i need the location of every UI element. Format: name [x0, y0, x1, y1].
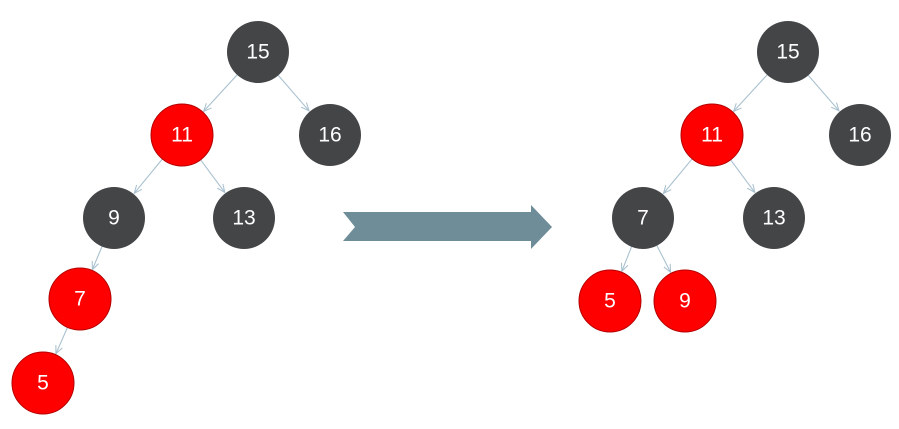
node-circle: [578, 269, 642, 333]
tree-edge: [664, 158, 693, 194]
tree-edge: [656, 245, 671, 273]
node-circle: [11, 351, 75, 415]
tree-edge: [622, 246, 633, 271]
red-node: 11: [680, 103, 744, 167]
node-label: 5: [37, 372, 49, 395]
black-node: 13: [743, 187, 805, 249]
node-circle: [653, 269, 717, 333]
node-label: 11: [701, 124, 723, 147]
node-label: 15: [246, 41, 269, 64]
right-arrow-icon: [343, 205, 552, 249]
node-label: 16: [848, 124, 871, 147]
tree-edge: [730, 159, 755, 193]
node-circle: [213, 187, 275, 249]
tree-edge: [200, 159, 225, 193]
node-label: 7: [74, 288, 86, 311]
node-circle: [150, 103, 214, 167]
node-label: 9: [679, 290, 691, 313]
red-node: 9: [653, 269, 717, 333]
tree-edge: [204, 74, 238, 112]
node-label: 7: [637, 207, 649, 230]
black-node: 16: [829, 104, 891, 166]
after-tree-nodes: 15 11 16 7 13 5 9: [578, 21, 891, 333]
node-circle: [829, 104, 891, 166]
tree-edge: [277, 75, 309, 110]
node-label: 15: [776, 41, 799, 64]
node-circle: [743, 187, 805, 249]
red-node: 5: [578, 269, 642, 333]
before-tree-nodes: 15 11 16 9 13 7 5: [11, 21, 361, 415]
node-circle: [757, 21, 819, 83]
black-node: 7: [612, 187, 674, 249]
node-label: 9: [108, 207, 120, 230]
red-node: 5: [11, 351, 75, 415]
tree-edge: [92, 246, 103, 270]
black-node: 15: [757, 21, 819, 83]
tree-edge: [807, 75, 839, 110]
node-label: 13: [232, 207, 255, 230]
node-circle: [227, 21, 289, 83]
black-node: 9: [83, 187, 145, 249]
black-node: 16: [299, 104, 361, 166]
node-label: 16: [318, 124, 341, 147]
node-circle: [48, 267, 112, 331]
tree-edge: [734, 74, 768, 112]
after-tree: 15 11 16 7 13 5 9: [578, 21, 891, 333]
node-circle: [83, 187, 145, 249]
node-circle: [299, 104, 361, 166]
tree-edge: [56, 327, 69, 353]
node-label: 13: [762, 207, 785, 230]
red-node: 11: [150, 103, 214, 167]
tree-edge: [134, 158, 163, 193]
black-node: 15: [227, 21, 289, 83]
red-node: 7: [48, 267, 112, 331]
before-tree-edges: [56, 74, 309, 354]
node-circle: [680, 103, 744, 167]
after-tree-edges: [622, 74, 839, 273]
before-tree: 15 11 16 9 13 7 5: [11, 21, 361, 415]
node-label: 11: [171, 124, 193, 147]
node-circle: [612, 187, 674, 249]
node-label: 5: [604, 290, 616, 313]
black-node: 13: [213, 187, 275, 249]
